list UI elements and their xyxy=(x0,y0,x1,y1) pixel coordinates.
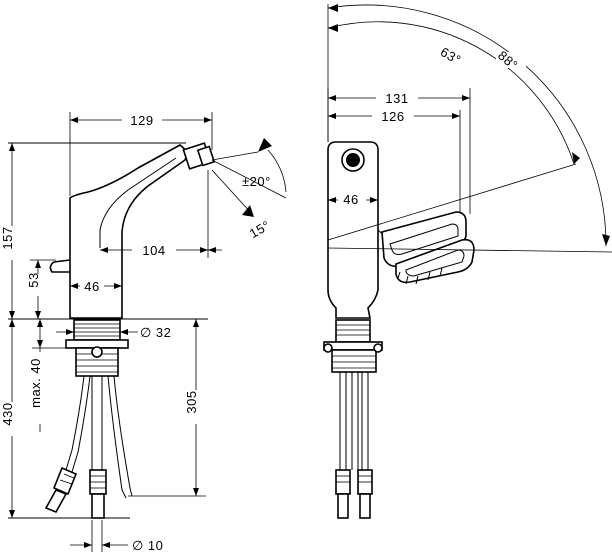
dim-label-46-right: 46 xyxy=(343,192,358,207)
dim-126: 126 xyxy=(328,108,461,212)
dim-104: 104 xyxy=(100,170,222,258)
dim-53: 53 xyxy=(26,259,56,319)
dim-305: 305 xyxy=(128,319,206,497)
dim-label-53: 53 xyxy=(26,272,41,287)
dim-label-430: 430 xyxy=(0,402,15,425)
angle-label-88: 88° xyxy=(495,48,521,73)
front-body-outline xyxy=(327,141,379,319)
spout-inner-line xyxy=(99,157,177,248)
front-view-right: 131 126 46 63° xyxy=(323,4,612,519)
dim-label-305: 305 xyxy=(184,390,199,413)
supply-hoses xyxy=(44,375,133,519)
dim-129: 129 xyxy=(69,112,213,196)
front-hoses xyxy=(335,372,373,519)
dim-46-left: 46 xyxy=(70,279,122,294)
lever-handle xyxy=(381,211,475,285)
arc-88 xyxy=(327,4,607,247)
mixer-body-outline xyxy=(69,144,189,319)
dim-label-dia32: ∅ 32 xyxy=(140,325,171,340)
angle-label-15: 15° xyxy=(247,217,273,241)
front-shank xyxy=(323,319,383,373)
front-nozzle-ring xyxy=(341,148,365,172)
threaded-shank xyxy=(65,319,129,377)
dim-label-104: 104 xyxy=(142,243,165,258)
lever-stub xyxy=(49,259,71,273)
dim-label-129: 129 xyxy=(130,113,153,128)
arc-63 xyxy=(327,21,575,165)
dim-157: 157 xyxy=(0,143,21,319)
side-view-left: 129 104 46 157 xyxy=(0,112,287,553)
dim-label-max40: max. 40 xyxy=(28,358,43,408)
dim-46-right: 46 xyxy=(328,192,378,207)
dim-430: 430 xyxy=(0,319,21,518)
dim-label-46-left: 46 xyxy=(84,279,99,294)
dim-label-157: 157 xyxy=(0,226,15,249)
dim-dia32: ∅ 32 xyxy=(56,325,171,340)
dim-dia10: ∅ 10 xyxy=(70,520,163,553)
dim-label-dia10: ∅ 10 xyxy=(132,538,163,553)
nozzle-head xyxy=(182,142,216,170)
dim-max40: max. 40 xyxy=(28,319,70,432)
dim-131: 131 xyxy=(327,88,471,214)
angle-label-20: ±20° xyxy=(242,174,271,189)
angle-arcs: 63° 88° xyxy=(327,4,612,253)
dim-label-126: 126 xyxy=(381,109,404,124)
front-nozzle-core xyxy=(346,153,360,167)
angle-20: ±20° xyxy=(211,138,287,199)
dim-label-131: 131 xyxy=(385,91,408,106)
